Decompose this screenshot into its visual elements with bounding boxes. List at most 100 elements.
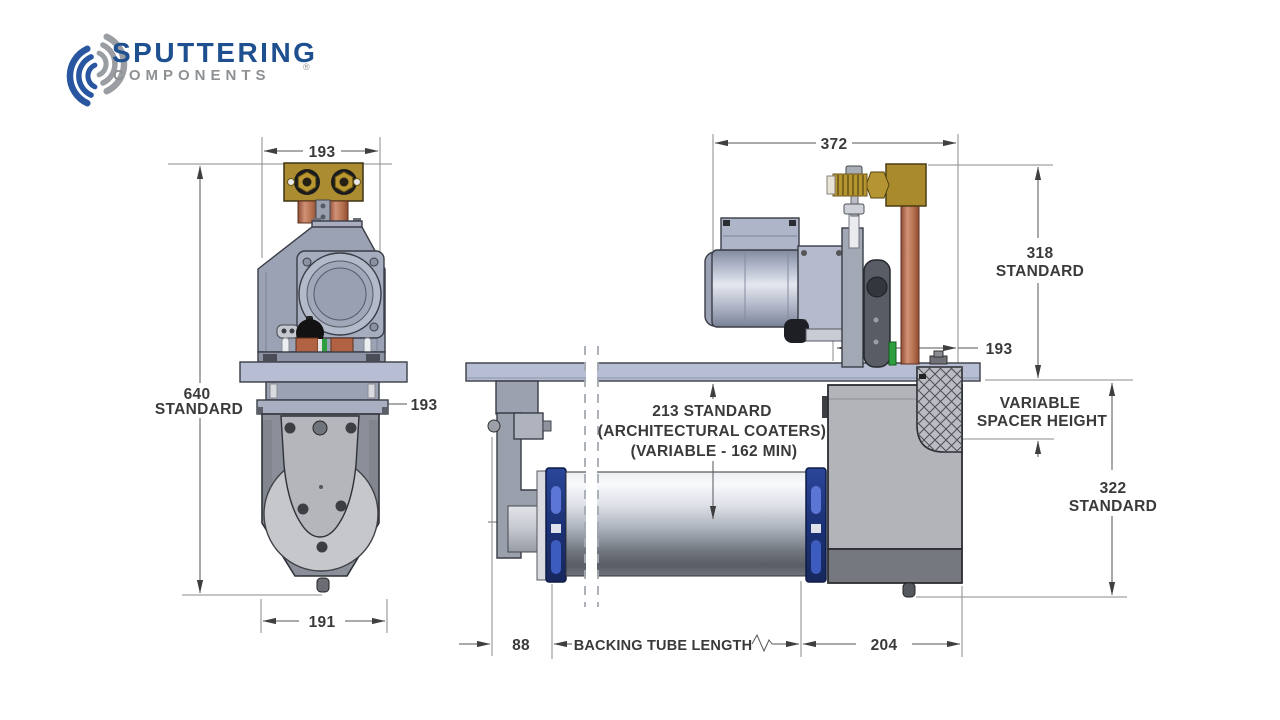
logo-blue-arc-outer: [66, 45, 91, 107]
dim-label-640-standard: STANDARD: [155, 401, 243, 418]
dim-label-213: 213 STANDARD: [652, 403, 772, 420]
shade: [263, 420, 272, 520]
motor-knob: [784, 319, 809, 343]
brand-name-top: SPUTTERING: [112, 37, 317, 68]
dim-label-193-flange: 193: [411, 397, 438, 414]
dim-label-322-standard: STANDARD: [1069, 498, 1157, 515]
ring-slot: [811, 540, 821, 574]
dim-label-318-standard: STANDARD: [996, 263, 1084, 280]
motor-rear-flange: [797, 245, 846, 331]
clamp-bolt: [320, 214, 326, 220]
bolt: [316, 541, 328, 553]
brand-name-bottom: COMPONENTS: [113, 67, 271, 84]
barb-tip: [826, 175, 836, 195]
dim-label-191: 191: [309, 614, 336, 631]
dim-variable-spacer: VARIABLE SPACER HEIGHT: [963, 379, 1133, 457]
front-view: [239, 162, 408, 593]
belt-housing: [863, 259, 891, 368]
clamp-bolt-right: [542, 420, 552, 432]
center-fitting: [312, 420, 328, 436]
flange-bolt: [369, 322, 379, 332]
end-support-ring-right: [805, 467, 827, 583]
flange-bolt: [369, 257, 379, 267]
dim-side-upper-height: 318 STANDARD: [928, 164, 1084, 379]
lower-magnet-housing: [261, 413, 380, 593]
brass-elbow-block: [885, 163, 927, 207]
dim-label-arch-coaters: (ARCHITECTURAL COATERS): [598, 423, 826, 440]
clamp-block: [513, 412, 544, 440]
ring-slot: [811, 486, 821, 514]
brass-manifold-block: [283, 162, 364, 202]
ring-slot: [551, 486, 561, 514]
fitting-port-right: [339, 177, 349, 187]
water-inlet-fitting: [826, 163, 927, 207]
flange-screw: [836, 250, 842, 256]
bolt-hole: [353, 178, 361, 186]
logo: SPUTTERING COMPONENTS ®: [66, 33, 317, 107]
housing-bolt: [873, 339, 879, 345]
backing-tube: [565, 471, 807, 577]
mount-bar: [805, 328, 845, 342]
bottom-bolt: [316, 577, 330, 593]
dim-front-height: 640 STANDARD: [155, 163, 392, 596]
ring-chip: [551, 524, 561, 533]
dim-side-top-width: 372: [712, 134, 959, 363]
logo-gray-arc-mid: [100, 42, 118, 86]
pin: [269, 383, 278, 399]
cooling-water-risers: [297, 199, 349, 224]
bolt: [284, 422, 296, 434]
dim-label-640: 640: [184, 386, 211, 403]
side-view-dimensions-over: 213 STANDARD (ARCHITECTURAL COATERS) (VA…: [459, 379, 1157, 659]
clamp-bolt: [320, 203, 326, 209]
dim-label-193-top: 193: [309, 144, 336, 161]
drive-end-block: [822, 366, 963, 598]
dim-label-spacer-height: SPACER HEIGHT: [977, 413, 1107, 430]
dim-bottom-chain: 88 BACKING TUBE LENGTH 204: [459, 437, 963, 659]
drive-bracket-column: [841, 227, 864, 368]
spacer-hatch: [917, 367, 962, 452]
flange-bolt: [302, 257, 312, 267]
end-block-base-band: [827, 548, 963, 584]
box-screw: [789, 220, 796, 226]
break-symbol: [751, 633, 773, 653]
ring-slot: [551, 540, 561, 574]
bracket-hanger-block: [495, 380, 539, 415]
plate-bolt-cap: [933, 350, 944, 358]
logo-gray-arc-outer: [103, 33, 128, 95]
dim-label-variable: VARIABLE: [1000, 395, 1080, 412]
dim-label-204: 204: [871, 637, 898, 654]
cathode-head-housing: [257, 226, 386, 363]
dot: [319, 485, 323, 489]
pulley: [866, 276, 888, 298]
mounting-plate: [239, 361, 408, 383]
bolt: [297, 503, 309, 515]
foot-block: [263, 354, 277, 361]
bolt-hole: [287, 178, 295, 186]
front-view-dimensions: 193 640 STANDARD 193 191: [155, 137, 438, 633]
flange-screw: [801, 250, 807, 256]
ring-chip: [811, 524, 821, 533]
latch-dot: [281, 328, 287, 334]
bolt: [335, 500, 347, 512]
dim-label-193-side: 193: [986, 341, 1013, 358]
bearing-bore: [313, 267, 367, 321]
dim-label-88: 88: [512, 637, 530, 654]
side-view-dimensions: 372 318 STANDARD 193: [712, 134, 1084, 379]
dim-label-backing-tube-length: BACKING TUBE LENGTH: [574, 638, 753, 654]
logo-blue-arc-mid: [76, 54, 94, 98]
plate-tab: [382, 407, 388, 414]
shade: [369, 420, 378, 520]
white-stripe: [318, 339, 322, 357]
green-stripe: [322, 339, 327, 357]
side-view: [465, 163, 981, 608]
adjuster-sleeve: [848, 213, 860, 249]
foot-block: [366, 354, 380, 361]
green-indicator-rod: [888, 341, 897, 366]
spacer-mark: [919, 374, 926, 379]
box-screw: [723, 220, 730, 226]
dim-label-372: 372: [821, 136, 848, 153]
pin: [367, 383, 376, 399]
side-tab: [822, 396, 829, 418]
